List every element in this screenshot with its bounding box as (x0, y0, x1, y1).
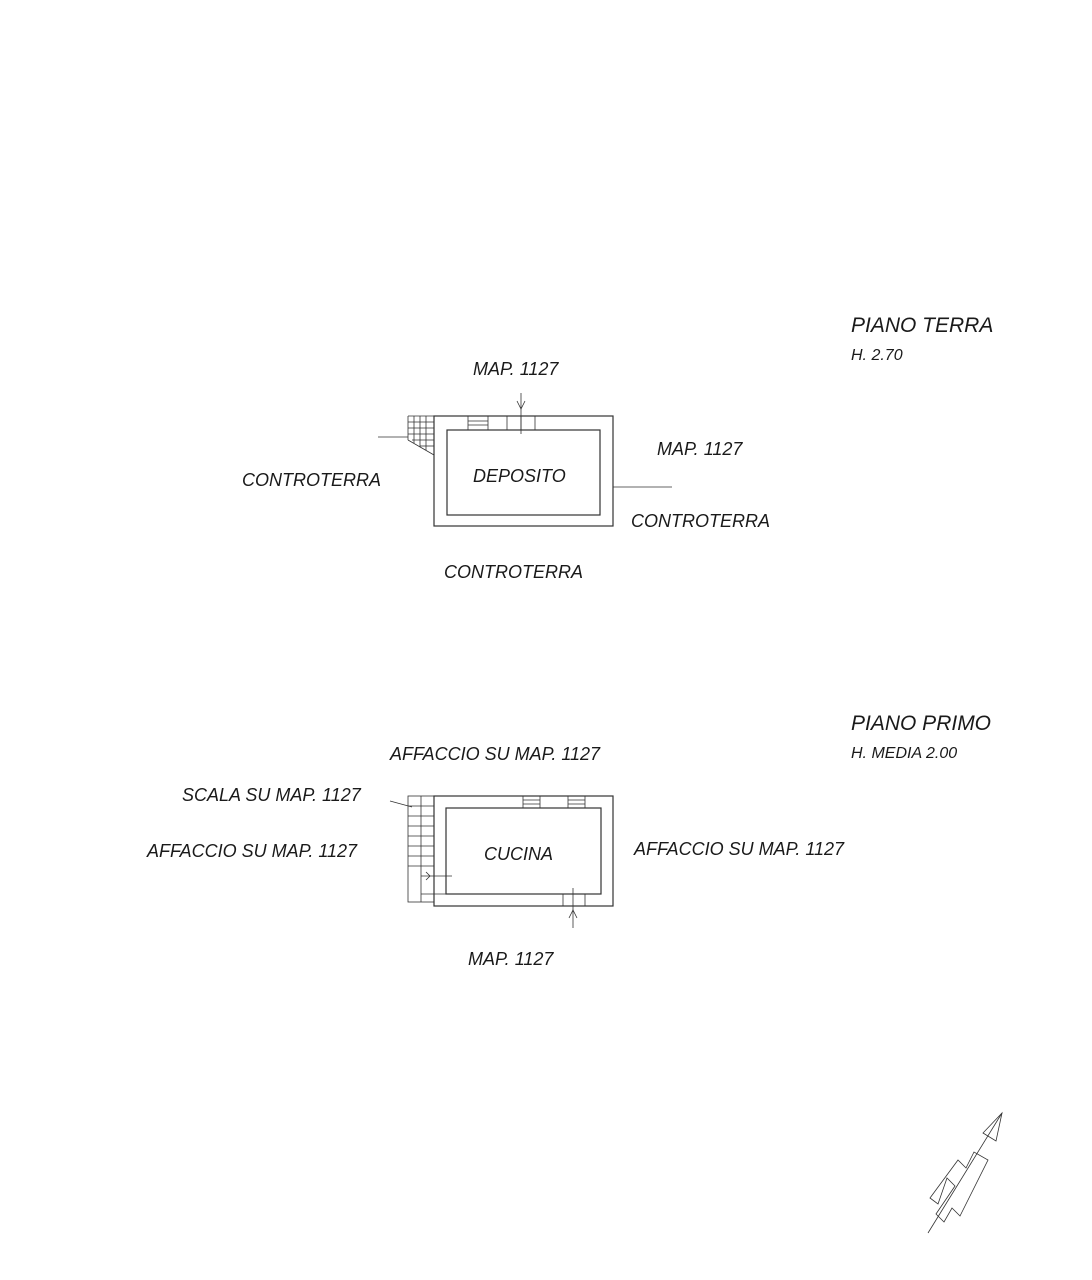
window-icon (522, 796, 541, 808)
access-arrow-icon (568, 906, 578, 928)
cucina-inner-wall (445, 807, 602, 895)
deposito-bottom-label: CONTROTERRA (444, 562, 583, 582)
window-icon (467, 416, 489, 430)
deposito-plan (378, 393, 672, 527)
piano-primo-height: H. MEDIA 2.00 (851, 745, 958, 762)
cucina-stair-label: SCALA SU MAP. 1127 (182, 785, 361, 805)
piano-primo-title: PIANO PRIMO (851, 712, 992, 735)
deposito-room-name: DEPOSITO (473, 466, 566, 486)
deposito-outer-wall (433, 415, 614, 527)
deposito-left-label: CONTROTERRA (242, 470, 381, 490)
deposito-right-below-label: CONTROTERRA (631, 511, 770, 531)
cucina-top-label: AFFACCIO SU MAP. 1127 (390, 744, 601, 764)
stair-icon (407, 415, 435, 456)
stair-leader-line (389, 800, 413, 808)
deposito-right-label: MAP. 1127 (657, 439, 743, 459)
deposito-inner-wall (446, 429, 601, 516)
piano-terra-height: H. 2.70 (851, 347, 903, 364)
deposito-top-label: MAP. 1127 (473, 359, 559, 379)
cucina-plan (389, 795, 614, 928)
window-icon (567, 796, 586, 808)
cucina-right-label: AFFACCIO SU MAP. 1127 (634, 839, 845, 859)
cucina-room-name: CUCINA (484, 844, 554, 864)
access-arrow-icon (516, 393, 526, 434)
door-icon (562, 888, 586, 906)
stair-icon (407, 795, 452, 903)
cucina-bottom-label: MAP. 1127 (468, 949, 554, 969)
piano-terra-title: PIANO TERRA (851, 314, 994, 337)
north-arrow-icon (927, 1111, 1003, 1234)
cucina-left-label: AFFACCIO SU MAP. 1127 (147, 841, 358, 861)
